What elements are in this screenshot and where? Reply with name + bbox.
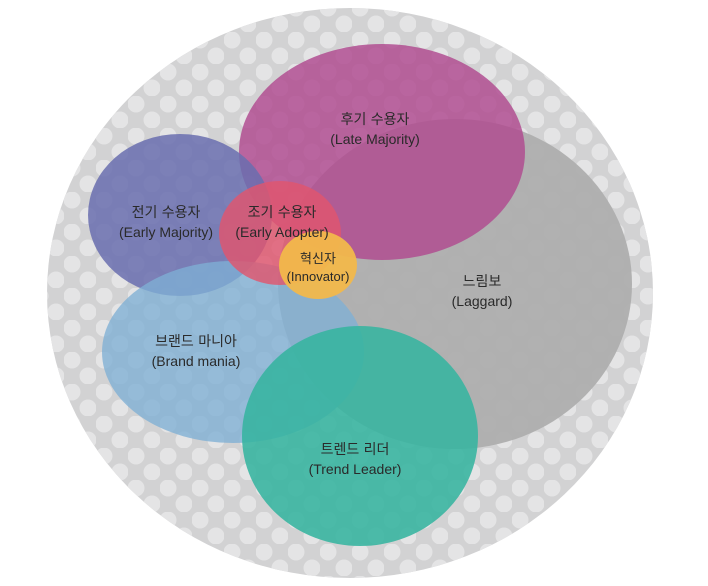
innovator-circle	[279, 231, 357, 299]
trend-leader-circle	[242, 326, 478, 546]
